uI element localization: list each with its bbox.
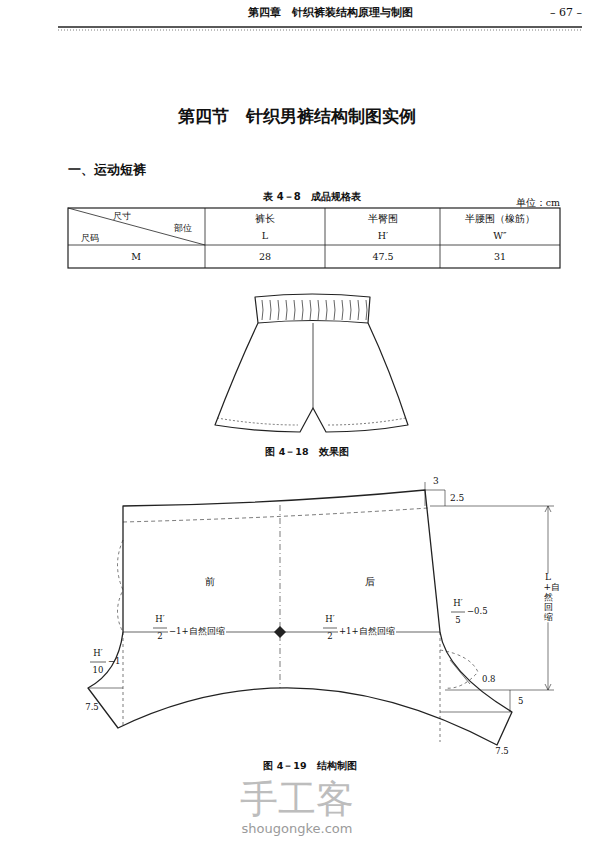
table-cell: M bbox=[131, 252, 141, 263]
figure-caption: 图 4－19 结构制图 bbox=[263, 761, 356, 772]
table-cell: 28 bbox=[259, 252, 271, 263]
piece-label: 后 bbox=[365, 576, 375, 588]
dimension-label: L+自然回缩 bbox=[543, 573, 554, 622]
subsection-heading: 一、运动短裤 bbox=[68, 163, 146, 178]
formula-denominator: 5 bbox=[455, 616, 460, 626]
dimension-label: 2.5 bbox=[450, 493, 464, 503]
piece-label: 前 bbox=[205, 576, 215, 588]
header-rule bbox=[58, 27, 582, 30]
table-cell: H′ bbox=[378, 231, 388, 242]
formula-denominator: 2 bbox=[157, 632, 162, 642]
shorts-sketch bbox=[215, 294, 408, 432]
table-cell: 尺码 bbox=[81, 233, 99, 243]
table-cell: 半臀围 bbox=[368, 214, 398, 225]
table-cell: 47.5 bbox=[372, 252, 393, 263]
table-cell: L bbox=[262, 231, 268, 242]
formula-label: −1+自然回缩 bbox=[168, 627, 226, 637]
formula-numerator: H′ bbox=[155, 615, 164, 625]
watermark: 手工客 bbox=[240, 778, 354, 822]
formula-denominator: 10 bbox=[93, 666, 104, 676]
formula-label: +1+自然回缩 bbox=[338, 627, 396, 637]
formula-numerator: H′ bbox=[93, 649, 102, 659]
formula-label: −0.5 bbox=[467, 607, 488, 617]
dimension-label: 5 bbox=[518, 697, 523, 707]
figure-caption: 图 4－18 效果图 bbox=[265, 447, 348, 458]
unit-note: 单位：cm bbox=[516, 198, 560, 209]
dimension-label: 7.5 bbox=[85, 703, 99, 713]
dimension-label: 0.8 bbox=[482, 675, 496, 685]
formula-label: −1 bbox=[108, 657, 121, 667]
page-number: – 67 – bbox=[550, 7, 582, 20]
table-cell: 尺寸 bbox=[113, 211, 131, 221]
watermark: shougongke.com bbox=[242, 822, 353, 837]
formula-denominator: 2 bbox=[327, 632, 332, 642]
dimension-label: 7.5 bbox=[495, 747, 509, 757]
table-cell: 部位 bbox=[174, 223, 192, 233]
pattern-draft bbox=[88, 482, 554, 745]
table-cell: 裤长 bbox=[255, 214, 275, 225]
formula-numerator: H′ bbox=[325, 615, 334, 625]
table-cell: 半腰围（橡筋） bbox=[465, 214, 535, 225]
formula-numerator: H′ bbox=[453, 599, 462, 609]
table-cell: W″ bbox=[493, 231, 506, 242]
dimension-label: 3 bbox=[433, 476, 439, 486]
running-header: 第四章 针织裤装结构原理与制图 bbox=[248, 7, 413, 20]
table-cell: 31 bbox=[494, 252, 506, 263]
spec-table bbox=[68, 208, 560, 268]
table-caption: 表 4－8 成品规格表 bbox=[263, 191, 360, 203]
section-title: 第四节 针织男裤结构制图实例 bbox=[178, 107, 416, 127]
